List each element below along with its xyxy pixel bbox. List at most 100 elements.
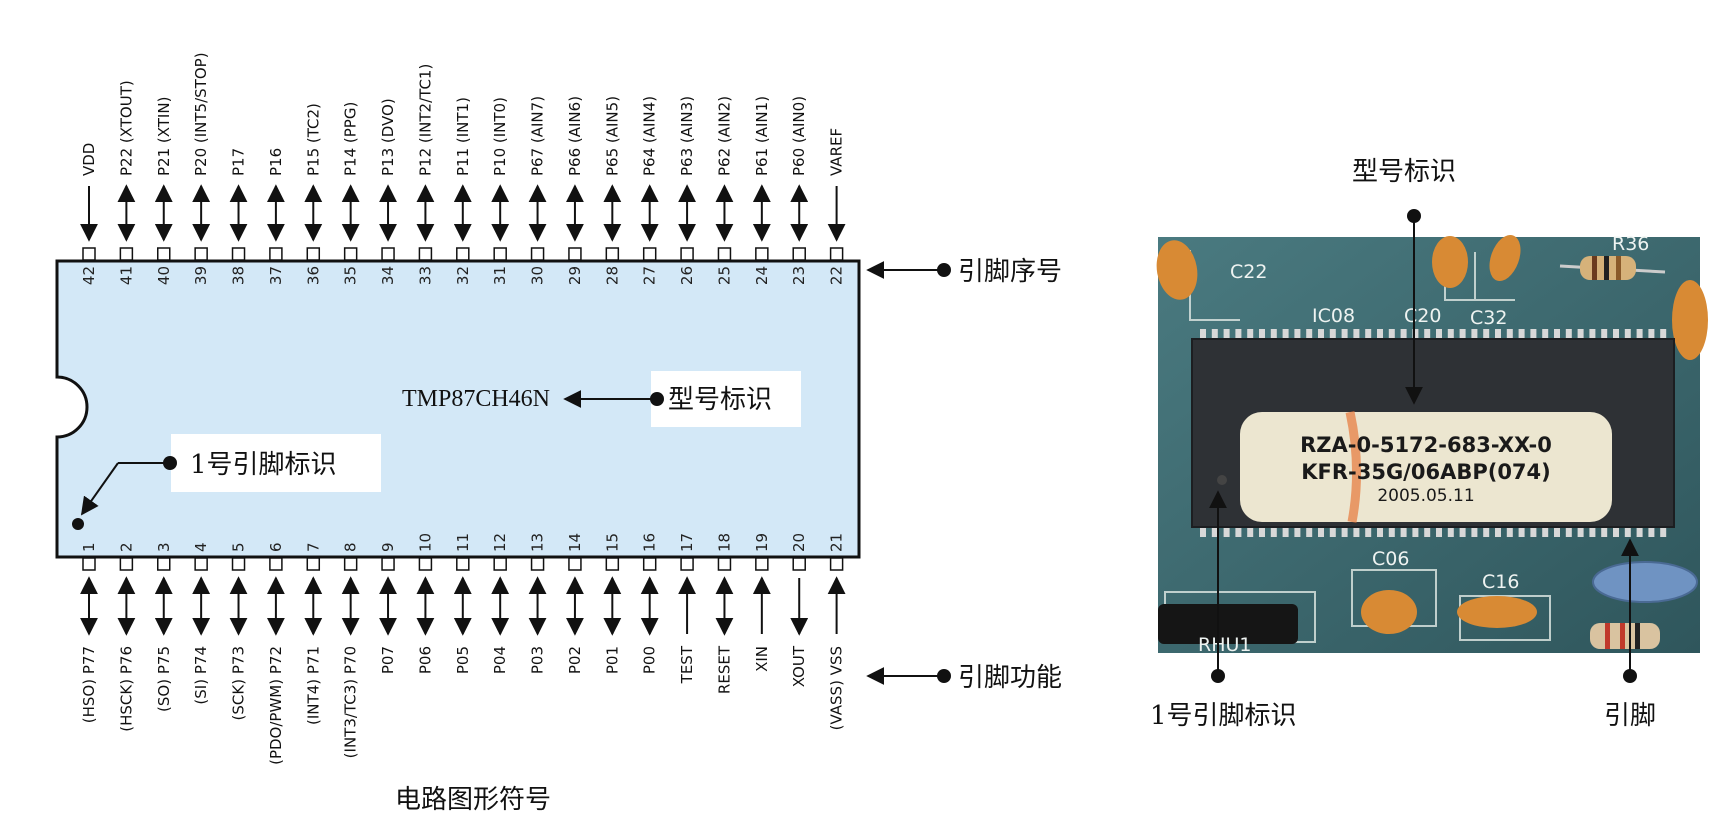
bottom-pin-number: 9 <box>379 542 397 552</box>
top-pin-label: P65 (AIN5) <box>603 96 621 176</box>
photo-chip-leg <box>1259 525 1265 537</box>
silk-c22: C22 <box>1230 261 1267 283</box>
silk-r36: R36 <box>1612 233 1649 255</box>
top-pin-label: P63 (AIN3) <box>678 96 696 176</box>
pin1-dot <box>72 518 84 530</box>
bottom-pin-number: 6 <box>267 542 285 552</box>
top-pin-stub <box>493 247 507 261</box>
photo-chip-leg <box>1601 525 1608 537</box>
photo-chip-leg <box>1223 525 1230 537</box>
photo-chip-leg <box>1471 525 1478 537</box>
top-pin-stub <box>231 247 246 261</box>
bottom-pin-stub <box>642 557 657 571</box>
photo-chip-leg <box>1518 525 1525 537</box>
bottom-pin-stub <box>82 557 96 571</box>
top-pin-number: 24 <box>753 266 771 285</box>
bottom-pin-stub <box>493 557 507 571</box>
photo-chip-leg <box>1636 329 1643 341</box>
bottom-pin-number: 7 <box>304 542 322 552</box>
connector <box>1158 604 1298 644</box>
photo-chip-leg <box>1294 329 1301 341</box>
bottom-pin-label: (INT4) P71 <box>304 646 322 725</box>
photo-chip-leg <box>1506 525 1513 537</box>
top-pin-number: 42 <box>80 266 98 285</box>
bottom-pin-stub <box>680 557 694 571</box>
capacitors <box>1156 234 1708 634</box>
bottom-pin-stub <box>829 557 844 571</box>
bottom-pin-label: P03 <box>529 646 547 674</box>
silk-c16: C16 <box>1482 571 1519 593</box>
bottom-pin-number: 21 <box>828 533 846 552</box>
silk-ic08: IC08 <box>1312 305 1355 327</box>
bottom-pin-stub <box>194 557 208 571</box>
photo-chip-leg <box>1601 329 1608 341</box>
photo-chip-leg <box>1318 525 1324 537</box>
bottom-pin-stub <box>418 557 433 571</box>
bottom-pin-number: 10 <box>416 533 434 552</box>
photo-chip-leg <box>1412 329 1419 341</box>
top-pin-number: 39 <box>192 266 210 285</box>
photo-chip-leg <box>1223 329 1230 341</box>
photo-chip-leg <box>1424 329 1431 341</box>
photo-chip-leg <box>1365 525 1372 537</box>
photo-chip-leg <box>1259 329 1265 341</box>
photo-annotation-model: 型号标识 <box>1352 157 1456 405</box>
annotation-pin-number: 引脚序号 <box>866 257 1062 287</box>
annotation-pin-function: 引脚功能 <box>866 663 1062 693</box>
top-pin-number: 41 <box>117 266 135 285</box>
top-pin-number: 34 <box>379 266 397 285</box>
photo-chip-leg <box>1282 525 1289 537</box>
top-pin-number: 26 <box>678 266 696 285</box>
bottom-pin-label: P07 <box>379 646 397 674</box>
top-pin-stub <box>792 247 806 261</box>
model-id-label: 型号标识 <box>668 385 772 415</box>
bottom-pin-label: (VASS) VSS <box>828 646 846 730</box>
pin-number-label: 引脚序号 <box>958 257 1062 287</box>
bottom-pin-label: P06 <box>416 646 434 674</box>
top-pin-stub <box>568 247 582 261</box>
photo-chip-leg <box>1589 329 1596 341</box>
photo-chip-leg <box>1542 329 1549 341</box>
top-pin-label: P13 (DVO) <box>379 98 397 176</box>
model-text: TMP87CH46N <box>402 386 550 412</box>
photo-chip-leg <box>1412 525 1419 537</box>
photo-chip-leg <box>1247 329 1254 341</box>
photo-chip-leg <box>1306 525 1313 537</box>
top-pin-label: P12 (INT2/TC1) <box>416 64 434 176</box>
photo-chip-leg <box>1447 329 1454 341</box>
top-pin-label: P62 (AIN2) <box>715 96 733 176</box>
bottom-pin-label: (INT3/TC3) P70 <box>342 646 360 758</box>
top-pin-number: 31 <box>491 266 509 285</box>
annotation-pin1-id: 1号引脚标识 <box>80 434 381 516</box>
photo-chip-leg <box>1388 525 1395 537</box>
top-pin-stub <box>717 247 732 261</box>
photo-chip-leg <box>1365 329 1372 341</box>
annotation-model-id: 型号标识 <box>563 371 801 427</box>
photo-chip-leg <box>1329 525 1336 537</box>
photo-chip-leg <box>1341 329 1348 341</box>
photo-chip-leg <box>1565 329 1572 341</box>
photo-chip-leg <box>1577 525 1584 537</box>
bottom-pin-stub <box>343 557 358 571</box>
top-pin-label: P16 <box>267 148 285 176</box>
photo-chip-leg <box>1211 329 1218 341</box>
bottom-pin-number: 12 <box>491 533 509 552</box>
bottom-pin-number: 15 <box>603 533 621 552</box>
bottom-pin-number: 14 <box>566 533 584 552</box>
photo-chip-leg <box>1471 329 1478 341</box>
bottom-pin-label: P02 <box>566 646 584 674</box>
photo-chip-leg <box>1495 329 1501 341</box>
bottom-pin-number: 5 <box>230 542 248 552</box>
top-pin-label: P10 (INT0) <box>491 97 509 176</box>
top-pin-label: P67 (AIN7) <box>529 96 547 176</box>
bottom-pin-label: XOUT <box>790 645 808 687</box>
top-pin-label: P17 <box>230 148 248 176</box>
photo-model-id-label: 型号标识 <box>1352 157 1456 187</box>
bottom-pin-stub <box>792 557 806 571</box>
top-pin-number: 28 <box>603 266 621 285</box>
bottom-pin-stub <box>456 557 470 571</box>
silk-c20: C20 <box>1404 305 1441 327</box>
resistor-r36 <box>1559 256 1666 280</box>
photo-chip-leg <box>1377 525 1383 537</box>
